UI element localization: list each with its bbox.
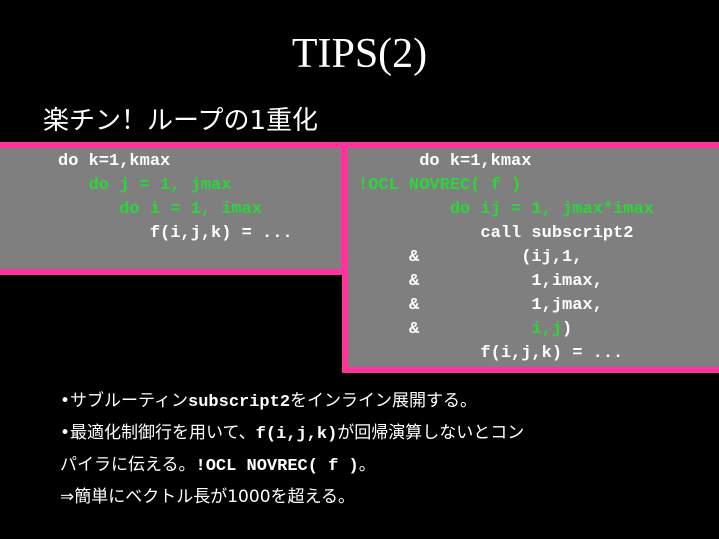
code-line: do ij = 1, jmax*imax [358,200,654,219]
code-line: do k=1,kmax [358,152,532,171]
code-line: & 1,imax, [358,272,603,291]
left-code-box [0,142,347,275]
code-line: call subscript2 [358,224,634,243]
bullet-text: が回帰演算しないとコン [337,423,525,443]
code-line: f(i,j,k) = ... [58,224,293,243]
left-code-block: do k=1,kmax do j = 1, jmax do i = 1, ima… [58,150,293,246]
bullet-text: をインライン展開する。 [290,391,478,411]
code-line: & (ij,1, [358,248,583,267]
bullet-continuation: パイラに伝える。!OCL NOVREC( f )。 [60,450,710,482]
code-line: & i,j) [358,318,654,342]
bullet-text: •サブルーティン [60,391,189,411]
bullet-code: subscript2 [188,393,291,412]
right-code-block: do k=1,kmax !OCL NOVREC( f ) do ij = 1, j… [358,150,654,366]
code-line: do k=1,kmax [58,152,171,171]
bullet-item: ⇒簡単にベクトル長が1000を超える。 [60,487,355,507]
right-code-box [342,142,719,373]
code-line: !OCL NOVREC( f ) [358,176,522,195]
code-fragment: & [358,320,532,339]
bullet-text: •最適化制御行を用いて、 [60,423,256,443]
bullet-text: 。 [358,455,376,475]
bullet-list: •サブルーティンsubscript2をインライン展開する。 •最適化制御行を用い… [60,386,710,512]
bullet-text: パイラに伝える。 [60,455,196,475]
code-fragment: i,j [531,320,563,339]
bullet-item: •最適化制御行を用いて、f(i,j,k)が回帰演算しないとコン [60,418,710,450]
bullet-item: •サブルーティンsubscript2をインライン展開する。 [60,386,710,418]
code-line: & 1,jmax, [358,296,603,315]
bullet-code: f(i,j,k) [255,425,338,444]
code-line: do i = 1, imax [58,200,263,219]
code-line: f(i,j,k) = ... [358,344,624,363]
code-fragment: ) [562,320,573,339]
code-line: do j = 1, jmax [58,176,232,195]
bullet-code: !OCL NOVREC( f ) [195,457,359,476]
slide-subtitle: 楽チン！ループの1重化 [43,106,318,136]
slide-title: TIPS(2) [291,31,428,77]
